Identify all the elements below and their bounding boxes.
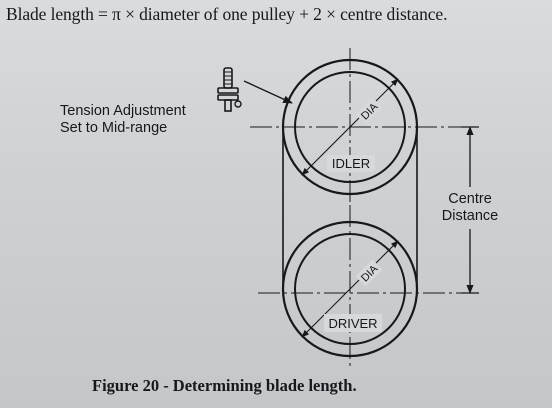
tension-pointer-arrow: [243, 80, 293, 104]
figure-caption: Figure 20 - Determining blade length.: [92, 376, 357, 395]
centre-distance-dimension: [461, 126, 479, 294]
idler-label-bg: [327, 155, 375, 172]
tension-knob-icon: [217, 67, 242, 112]
centre-label-line2: Distance: [441, 208, 499, 224]
driver-label: DRIVER: [328, 316, 377, 331]
idler-diameter-arrow: [301, 78, 399, 176]
blade-length-formula: Blade length = π × diameter of one pulle…: [6, 4, 448, 24]
driver-label-bg: [324, 314, 382, 332]
dia-label-bg-upper: [355, 97, 383, 125]
tension-adjustment-label: Tension Adjustment Set to Mid-range: [60, 103, 186, 137]
tension-label-line1: Tension Adjustment: [60, 103, 186, 119]
driver-diameter-arrow: [301, 240, 399, 338]
dia-label-bg-lower: [355, 259, 383, 287]
centre-label-line1: Centre: [448, 191, 492, 207]
driver-pulley: DIA DRIVER: [258, 205, 463, 368]
centre-distance-label: Centre Distance: [433, 191, 507, 225]
idler-label: IDLER: [332, 156, 370, 171]
tension-label-line2: Set to Mid-range: [60, 120, 168, 136]
idler-pulley: DIA IDLER: [250, 48, 463, 206]
